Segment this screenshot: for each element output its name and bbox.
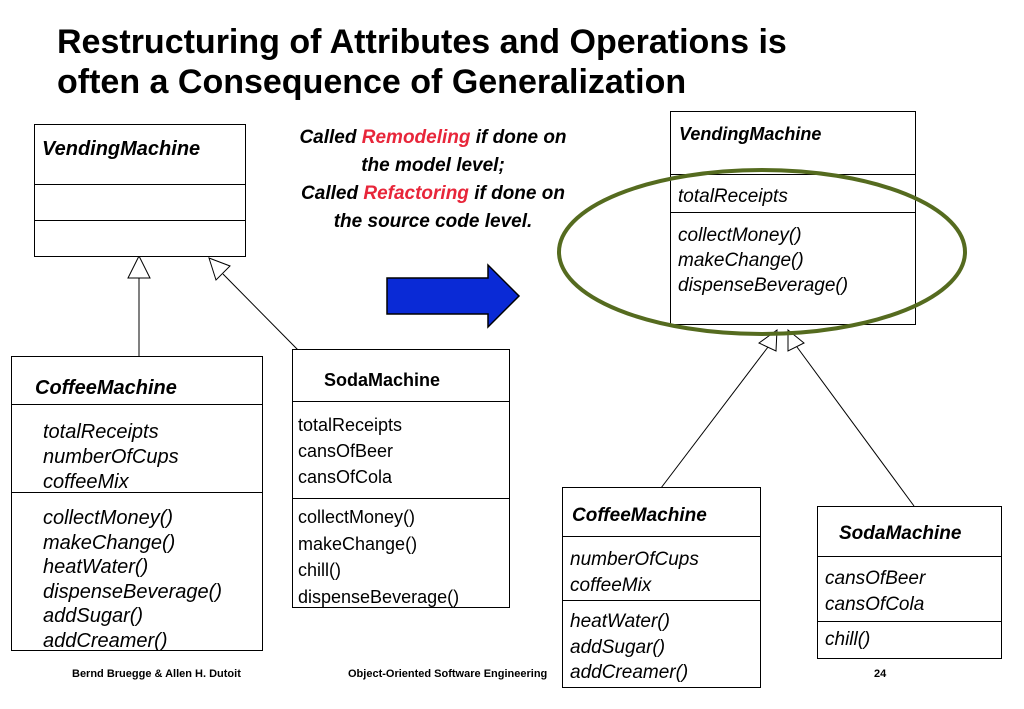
note-text: if done on <box>470 127 567 148</box>
operation: heatWater() <box>43 556 149 578</box>
page-number: 24 <box>874 668 887 680</box>
operation: addCreamer() <box>570 662 689 683</box>
operation: chill() <box>298 560 341 580</box>
attribute-list: totalReceipts <box>678 185 788 209</box>
operation-list: chill() <box>825 628 870 652</box>
generalization-arrowhead <box>758 328 778 352</box>
right-sodamachine-class: SodaMachine cansOfBeer cansOfCola chill(… <box>817 506 1002 659</box>
note-text: Called <box>301 183 364 204</box>
class-name: VendingMachine <box>679 124 822 144</box>
operation-list: heatWater() addSugar() addCreamer() <box>570 609 688 686</box>
attribute: totalReceipts <box>298 415 403 435</box>
attribute: cansOfBeer <box>298 441 394 461</box>
attribute: totalReceipts <box>678 186 788 207</box>
operations-compartment <box>671 212 915 213</box>
slide-title-line-1: Restructuring of Attributes and Operatio… <box>57 23 787 61</box>
note-text: the model level; <box>361 155 505 176</box>
attributes-compartment <box>818 556 1001 557</box>
attribute-list: totalReceipts numberOfCups coffeeMix <box>43 420 179 495</box>
remodeling-term: Remodeling <box>361 127 471 148</box>
attributes-compartment <box>563 536 760 537</box>
footer-authors: Bernd Bruegge & Allen H. Dutoit <box>72 668 241 680</box>
operation: addSugar() <box>43 605 144 627</box>
operation: dispenseBeverage() <box>678 275 849 296</box>
left-vendingmachine-class: VendingMachine <box>34 124 246 257</box>
attributes-compartment <box>671 174 915 175</box>
right-coffeemachine-class: CoffeeMachine numberOfCups coffeeMix hea… <box>562 487 761 688</box>
footer-course: Object-Oriented Software Engineering <box>348 668 548 680</box>
operation: dispenseBeverage() <box>298 586 460 607</box>
slide-title-line-2: often a Consequence of Generalization <box>57 63 687 101</box>
transformation-arrow-icon <box>386 263 521 329</box>
attributes-compartment <box>293 401 509 402</box>
generalization-line <box>222 273 299 351</box>
generalization-arrowhead <box>787 328 805 352</box>
right-vendingmachine-class: VendingMachine totalReceipts collectMone… <box>670 111 916 325</box>
attribute: cansOfBeer <box>825 568 926 589</box>
attribute: totalReceipts <box>43 421 159 443</box>
note-text: Called <box>299 127 362 148</box>
operation: heatWater() <box>570 611 670 632</box>
operation: collectMoney() <box>678 225 802 246</box>
attribute: cansOfCola <box>825 594 925 615</box>
attributes-compartment <box>35 184 245 185</box>
operation: chill() <box>825 629 871 650</box>
operation: dispenseBeverage() <box>43 580 222 603</box>
class-name: CoffeeMachine <box>572 505 707 526</box>
refactoring-note: Called Remodeling if done on the model l… <box>258 124 608 236</box>
operation: makeChange() <box>298 533 418 554</box>
attribute-list: cansOfBeer cansOfCola <box>825 566 925 618</box>
generalization-line <box>796 346 915 507</box>
operation-list: collectMoney() makeChange() dispenseBeve… <box>678 223 848 298</box>
operation: makeChange() <box>43 531 176 554</box>
attribute: numberOfCups <box>570 549 699 570</box>
operations-compartment <box>818 621 1001 622</box>
note-text: if done on <box>468 183 565 204</box>
class-name: SodaMachine <box>324 370 441 390</box>
attribute: coffeeMix <box>43 471 129 493</box>
attribute: numberOfCups <box>43 446 179 468</box>
operation-list: collectMoney() makeChange() heatWater() … <box>43 506 222 653</box>
attribute: cansOfCola <box>298 467 393 487</box>
operation: makeChange() <box>678 250 804 271</box>
generalization-arrowhead <box>208 257 231 281</box>
generalization-line <box>660 346 769 489</box>
class-name: SodaMachine <box>839 523 962 544</box>
class-name: VendingMachine <box>42 138 201 160</box>
operation-list: collectMoney() makeChange() chill() disp… <box>298 504 459 610</box>
operations-compartment <box>12 492 262 493</box>
operation: addSugar() <box>570 636 666 658</box>
attribute-list: totalReceipts cansOfBeer cansOfCola <box>298 412 402 490</box>
refactoring-term: Refactoring <box>363 183 469 204</box>
generalization-arrowhead <box>127 254 151 279</box>
operations-compartment <box>35 220 245 221</box>
operation: collectMoney() <box>43 507 174 529</box>
note-text: the source code level. <box>333 211 533 232</box>
operations-compartment <box>293 498 509 499</box>
left-coffeemachine-class: CoffeeMachine totalReceipts numberOfCups… <box>11 356 263 653</box>
class-name: CoffeeMachine <box>35 377 177 399</box>
slide-title: Restructuring of Attributes and Operatio… <box>57 22 787 102</box>
attribute-list: numberOfCups coffeeMix <box>570 547 699 599</box>
attributes-compartment <box>12 404 262 405</box>
operation: collectMoney() <box>298 507 416 527</box>
attribute: coffeeMix <box>570 575 652 596</box>
operations-compartment <box>563 600 760 601</box>
left-sodamachine-class: SodaMachine totalReceipts cansOfBeer can… <box>292 349 510 608</box>
operation: addCreamer() <box>43 629 168 652</box>
